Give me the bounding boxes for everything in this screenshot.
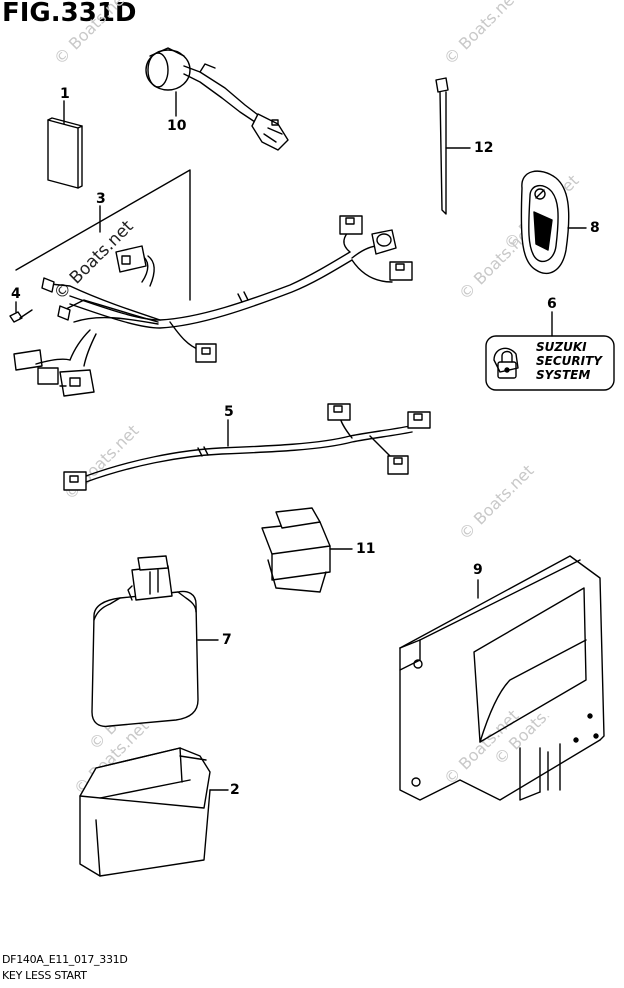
footer-code: DF140A_E11_017_331D	[2, 953, 128, 966]
control-unit-part-7	[91, 555, 219, 728]
harness-part-3	[13, 169, 413, 397]
figure-title: FIG.331D	[2, 0, 137, 28]
case-part-2	[79, 747, 229, 877]
callout-10[interactable]: 10	[167, 118, 187, 134]
sticker-part-6	[485, 311, 615, 391]
callout-12[interactable]: 12	[474, 140, 494, 156]
cover-part-9	[399, 555, 605, 801]
switch-part-11	[261, 507, 353, 593]
callout-2[interactable]: 2	[230, 782, 240, 798]
sensor-part-10	[145, 47, 289, 151]
callout-7[interactable]: 7	[222, 632, 232, 648]
sticker-line-3: SYSTEM	[536, 368, 591, 382]
callout-9[interactable]: 9	[473, 562, 483, 578]
callout-4[interactable]: 4	[11, 286, 21, 302]
pin-part-4	[9, 301, 33, 323]
footer-caption: KEY LESS START	[2, 969, 87, 982]
cable-tie-part-12	[435, 77, 471, 215]
sticker-line-1: SUZUKI	[536, 340, 587, 354]
card-part-1	[47, 100, 83, 189]
callout-11[interactable]: 11	[356, 541, 376, 557]
callout-1[interactable]: 1	[60, 86, 70, 102]
harness-part-5	[63, 403, 431, 491]
callout-3[interactable]: 3	[96, 191, 106, 207]
callout-6[interactable]: 6	[547, 296, 557, 312]
sticker-line-2: SECURITY	[536, 354, 602, 368]
callout-8[interactable]: 8	[590, 220, 600, 236]
sticker-text: SUZUKI SECURITY SYSTEM	[536, 340, 602, 382]
key-fob-part-8	[520, 170, 587, 275]
callout-5[interactable]: 5	[224, 404, 234, 420]
